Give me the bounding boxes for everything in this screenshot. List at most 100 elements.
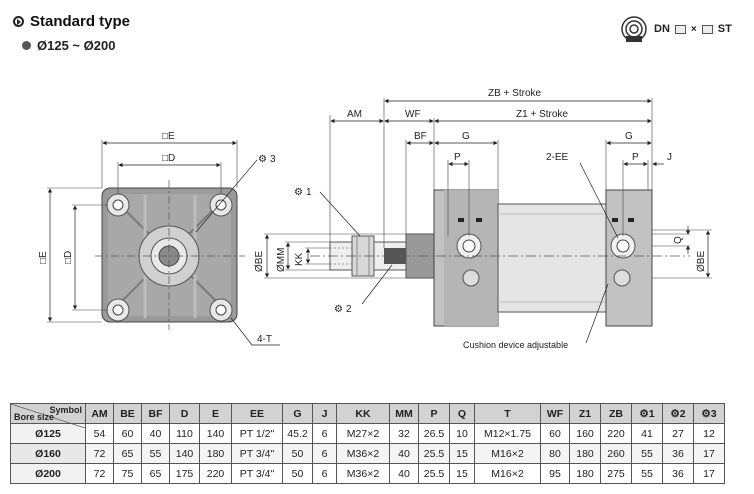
col-mm: MM [389, 403, 419, 424]
mounting-code: DN × ST [619, 15, 732, 43]
col-wrench-3: ⚙3 [693, 403, 725, 424]
table-cell: PT 1/2" [231, 423, 283, 444]
table-cell: 60 [113, 423, 142, 444]
col-q: Q [449, 403, 475, 424]
dim-kk: KK [294, 252, 305, 266]
bore-size-cell: Ø200 [10, 463, 86, 484]
bore-placeholder-box [674, 24, 686, 34]
corner-symbol: Symbol [49, 405, 82, 415]
table-cell: 180 [569, 443, 601, 464]
table-cell: 220 [600, 423, 632, 444]
table-cell: 6 [312, 443, 337, 464]
side-view: ZB + Stroke AM WF Z1 + Stroke BF G G P P… [254, 88, 712, 350]
table-cell: 40 [141, 423, 170, 444]
col-kk: KK [336, 403, 390, 424]
table-cell: M16×2 [474, 443, 541, 464]
col-g: G [282, 403, 313, 424]
col-be: BE [113, 403, 142, 424]
table-cell: 72 [85, 443, 114, 464]
table-cell: 12 [693, 423, 725, 444]
table-cell: 220 [199, 463, 232, 484]
wrench-2-label: 2 [346, 304, 352, 315]
dim-box-e: □E [162, 131, 175, 142]
wrench-2-icon: ⚙ [334, 304, 343, 315]
cushion-note: Cushion device adjustable [463, 340, 568, 350]
table-cell: M36×2 [336, 463, 390, 484]
dim-wf: WF [405, 109, 421, 120]
table-cell: 110 [169, 423, 200, 444]
dim-z1-stroke: Z1 + Stroke [516, 109, 568, 120]
table-cell: M27×2 [336, 423, 390, 444]
mount-code-st: ST [717, 23, 732, 35]
dim-p-right: P [632, 152, 639, 163]
table-cell: 50 [282, 443, 313, 464]
dim-mm: ØMM [276, 248, 287, 272]
dim-g-left: G [462, 131, 470, 142]
col-d: D [169, 403, 200, 424]
table-cell: M12×1.75 [474, 423, 541, 444]
table-cell: 6 [312, 463, 337, 484]
table-cell: 17 [693, 463, 725, 484]
bore-range-text: Ø125 ~ Ø200 [37, 38, 116, 53]
play-circle-icon [13, 16, 24, 27]
table-cell: 27 [662, 423, 694, 444]
dim-g-right: G [625, 131, 633, 142]
table-cell: 26.5 [418, 423, 450, 444]
wrench-1-label: 1 [306, 187, 312, 198]
table-cell: 275 [600, 463, 632, 484]
table-cell: M36×2 [336, 443, 390, 464]
col-wf: WF [540, 403, 570, 424]
table-cell: 55 [141, 443, 170, 464]
col-ee: EE [231, 403, 283, 424]
table-cell: 15 [449, 463, 475, 484]
table-cell: 25.5 [418, 443, 450, 464]
table-cell: 32 [389, 423, 419, 444]
table-cell: 10 [449, 423, 475, 444]
col-bf: BF [141, 403, 170, 424]
cylinder-symbol-icon [621, 16, 647, 42]
col-j: J [312, 403, 337, 424]
table-cell: 55 [631, 443, 663, 464]
table-cell: 40 [389, 463, 419, 484]
dim-zb-stroke: ZB + Stroke [488, 88, 542, 99]
dim-side-d: □D [63, 251, 74, 264]
col-t: T [474, 403, 541, 424]
technical-drawing: □E □D □E □D ⚙ 3 4-T [38, 88, 712, 350]
table-cell: PT 3/4" [231, 443, 283, 464]
col-zb: ZB [600, 403, 632, 424]
table-cell: 80 [540, 443, 570, 464]
dim-j: J [667, 152, 672, 163]
dim-side-e: □E [38, 251, 49, 264]
dim-q: Q [673, 236, 684, 244]
table-cell: 50 [282, 463, 313, 484]
table-cell: 36 [662, 463, 694, 484]
wrench-1-icon: ⚙ [294, 187, 303, 198]
section-heading: Standard type [13, 13, 130, 30]
table-cell: 15 [449, 443, 475, 464]
col-am: AM [85, 403, 114, 424]
col-e: E [199, 403, 232, 424]
times-sign: × [690, 23, 697, 35]
table-cell: 41 [631, 423, 663, 444]
table-cell: 160 [569, 423, 601, 444]
spec-table: Symbol Bore size AM BE BF D E EE G J KK … [10, 403, 725, 484]
table-cell: 75 [113, 463, 142, 484]
wrench-3-label: 3 [270, 154, 276, 165]
dim-be-left: ØBE [254, 251, 265, 272]
table-cell: 60 [540, 423, 570, 444]
corner-bore: Bore size [14, 412, 55, 422]
table-cell: 140 [169, 443, 200, 464]
table-cell: 25.5 [418, 463, 450, 484]
table-cell: 40 [389, 443, 419, 464]
front-view: □E □D □E □D ⚙ 3 4-T [38, 131, 280, 346]
col-p: P [418, 403, 450, 424]
table-cell: 65 [141, 463, 170, 484]
dim-box-d: □D [162, 153, 175, 164]
bore-size-cell: Ø160 [10, 443, 86, 464]
table-cell: 180 [199, 443, 232, 464]
section-title: Standard type [30, 13, 131, 30]
table-cell: PT 3/4" [231, 463, 283, 484]
stroke-placeholder-box [701, 24, 713, 34]
